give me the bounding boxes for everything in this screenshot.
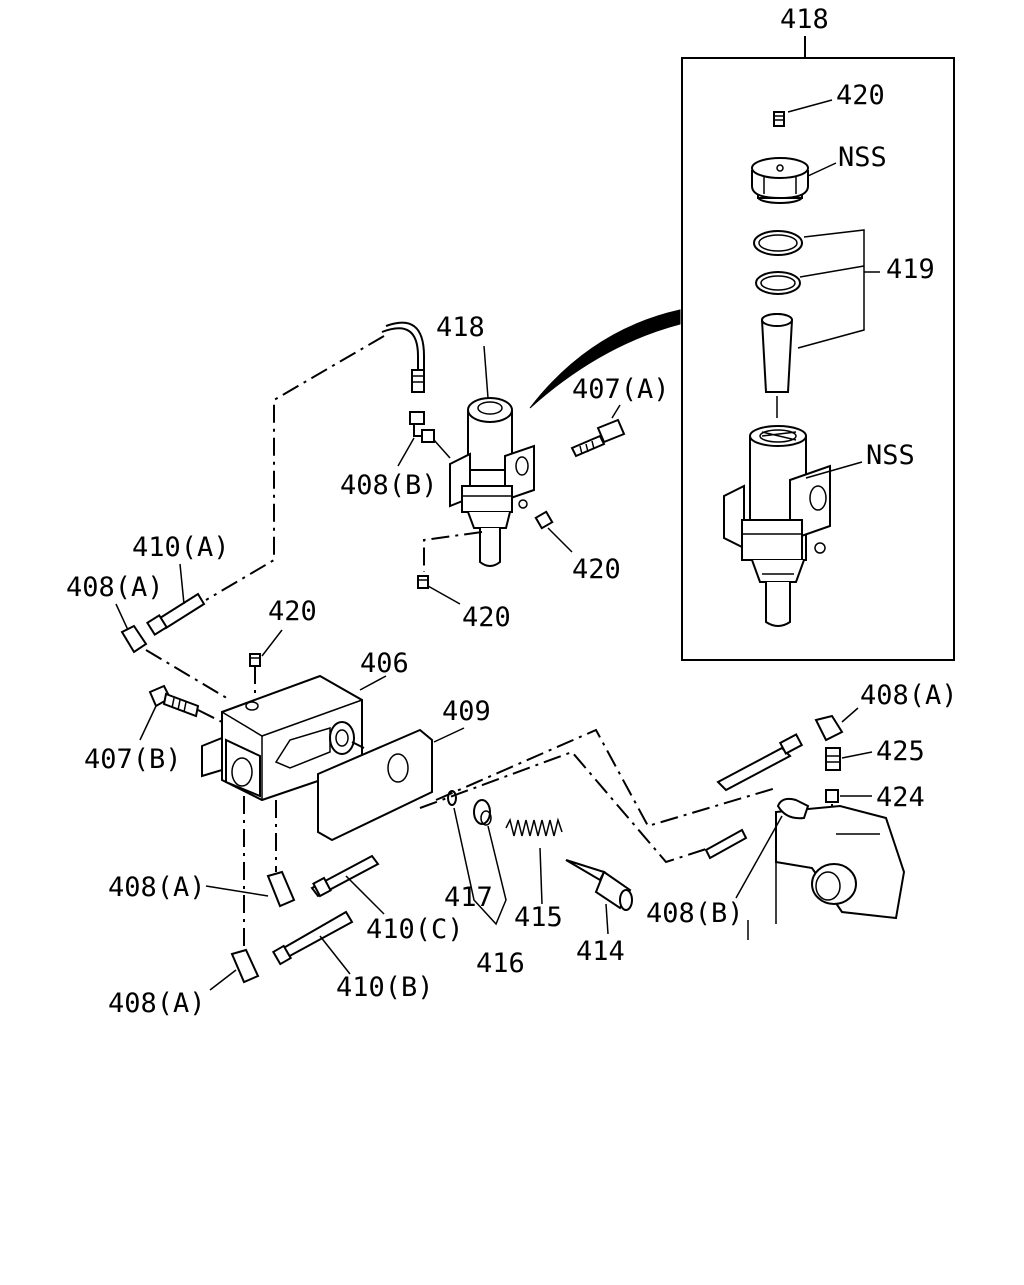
label-408b-top: 408(B) [340, 470, 438, 501]
fitting-425 [825, 747, 873, 771]
label-420-right: 420 [572, 554, 621, 585]
label-418-top: 418 [780, 4, 829, 35]
o-ring-419-upper [753, 230, 803, 256]
detail-pointer [529, 309, 681, 409]
phantom-line-lower [419, 750, 741, 864]
label-409: 409 [442, 696, 491, 727]
o-ring-417 [447, 790, 457, 806]
hose-410c [310, 854, 385, 915]
housing-406 [201, 674, 387, 802]
label-410c: 410(C) [366, 914, 464, 945]
phantom-line-410a [205, 335, 385, 601]
bolt-407b [139, 684, 223, 741]
label-408a-mid: 408(A) [108, 872, 206, 903]
elbow-fitting-408a-bottom [209, 948, 260, 991]
label-407a: 407(A) [572, 374, 670, 405]
label-415: 415 [514, 902, 563, 933]
taper-sleeve-419 [761, 313, 793, 393]
elbow-fitting-408a-mid [205, 870, 296, 908]
label-414: 414 [576, 936, 625, 967]
label-406: 406 [360, 648, 409, 679]
plunger-414 [565, 859, 633, 935]
spring-415 [505, 817, 563, 905]
label-408a-right: 408(A) [860, 680, 958, 711]
label-408a-bottom: 408(A) [108, 988, 206, 1019]
leader-419 [797, 229, 880, 349]
elbow-fitting-408b-top [397, 411, 451, 467]
gasket-409 [317, 727, 465, 842]
set-screw-420-right [534, 510, 573, 553]
cap-nss [751, 157, 837, 204]
label-410b: 410(B) [336, 972, 434, 1003]
label-416: 416 [476, 948, 525, 979]
valve-body-nss-inset [723, 425, 863, 627]
label-nss-body: NSS [866, 440, 915, 471]
hose-410a [145, 563, 206, 637]
label-425: 425 [876, 736, 925, 767]
leader-416 [453, 807, 507, 926]
label-417: 417 [444, 882, 493, 913]
label-408b-right: 408(B) [646, 898, 744, 929]
set-screw-420-lower [417, 575, 461, 605]
inset-detail-box [681, 36, 955, 661]
label-407b: 407(B) [84, 744, 182, 775]
label-424: 424 [876, 782, 925, 813]
label-410a: 410(A) [132, 532, 230, 563]
relay-valve-418 [449, 345, 535, 567]
label-419: 419 [886, 254, 935, 285]
phantom-line-420 [423, 531, 483, 572]
phantom-line-408a-left [145, 649, 231, 701]
label-420-lower: 420 [462, 602, 511, 633]
label-418-main: 418 [436, 312, 485, 343]
set-screw-420-mid [249, 629, 283, 700]
callout-labels: 418 420 NSS 419 NSS 418 407(A) 408(B) 41… [66, 4, 958, 1019]
elbow-fitting-408a-left [115, 603, 148, 654]
o-ring-419-lower [755, 271, 801, 295]
hose-410b [271, 910, 354, 975]
pipe-upper-bend [381, 321, 425, 393]
elbow-fitting-408a-right [814, 707, 859, 742]
set-screw-420-inset [773, 99, 833, 127]
hose-upper-right [716, 733, 804, 792]
seal-416 [473, 799, 492, 826]
label-nss-cap: NSS [838, 142, 887, 173]
bolt-407a [570, 404, 626, 458]
tank-bracket [747, 804, 906, 940]
label-420-mid: 420 [268, 596, 317, 627]
label-420-inset: 420 [836, 80, 885, 111]
label-408a-left: 408(A) [66, 572, 164, 603]
elbow-fitting-408b-right [704, 797, 810, 899]
